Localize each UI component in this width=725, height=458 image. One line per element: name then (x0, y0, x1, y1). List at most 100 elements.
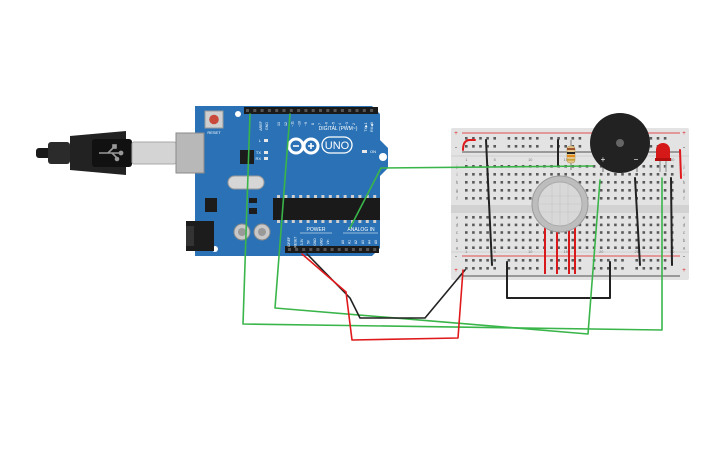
breadboard-hole[interactable] (621, 246, 624, 249)
breadboard-hole[interactable] (486, 246, 489, 249)
breadboard-hole[interactable] (599, 238, 603, 242)
breadboard-hole[interactable] (479, 173, 482, 176)
breadboard-hole[interactable] (521, 189, 525, 192)
header-pin[interactable] (337, 248, 341, 251)
breadboard-hole[interactable] (649, 165, 653, 168)
rail-hole[interactable] (564, 259, 567, 262)
breadboard-hole[interactable] (649, 246, 653, 249)
rail-hole[interactable] (521, 145, 525, 148)
breadboard-hole[interactable] (507, 223, 511, 227)
header-pin[interactable] (373, 248, 377, 251)
breadboard-hole[interactable] (528, 231, 532, 234)
rail-hole[interactable] (507, 137, 511, 140)
rail-hole[interactable] (656, 259, 660, 262)
rail-hole[interactable] (479, 145, 482, 148)
rail-hole[interactable] (663, 259, 667, 262)
breadboard-hole[interactable] (500, 246, 504, 249)
rail-hole[interactable] (507, 267, 511, 270)
rail-hole[interactable] (656, 267, 660, 270)
breadboard-hole[interactable] (528, 238, 532, 242)
breadboard-hole[interactable] (507, 216, 511, 219)
breadboard-hole[interactable] (472, 246, 475, 249)
header-pin[interactable] (246, 109, 249, 112)
breadboard-hole[interactable] (614, 173, 617, 176)
breadboard-hole[interactable] (635, 231, 638, 234)
breadboard-hole[interactable] (528, 246, 532, 249)
breadboard-hole[interactable] (607, 238, 610, 242)
breadboard-hole[interactable] (507, 231, 511, 234)
wire-red-rail-top[interactable] (462, 139, 476, 151)
wire-black-led[interactable] (670, 177, 673, 266)
header-pin[interactable] (295, 248, 299, 251)
breadboard-hole[interactable] (614, 238, 617, 242)
breadboard-hole[interactable] (564, 231, 567, 234)
breadboard-hole[interactable] (663, 189, 667, 192)
rail-hole[interactable] (607, 259, 610, 262)
header-pin[interactable] (316, 248, 320, 251)
wire-green-buzzer[interactable] (274, 113, 601, 335)
breadboard-hole[interactable] (635, 181, 638, 184)
header-pin[interactable] (330, 248, 334, 251)
header-pin[interactable] (370, 109, 374, 112)
wire-red-rail-right[interactable] (679, 149, 682, 179)
breadboard-hole[interactable] (514, 223, 518, 227)
breadboard-hole[interactable] (578, 173, 582, 176)
breadboard-hole[interactable] (571, 238, 575, 242)
rail-hole[interactable] (564, 137, 567, 140)
header-pin[interactable] (282, 109, 286, 112)
breadboard-hole[interactable] (614, 181, 617, 184)
resistor[interactable] (566, 140, 576, 170)
breadboard-hole[interactable] (521, 216, 525, 219)
header-pin[interactable] (288, 248, 291, 251)
rail-hole[interactable] (614, 259, 617, 262)
breadboard-hole[interactable] (656, 231, 660, 234)
breadboard-hole[interactable] (507, 189, 511, 192)
breadboard-hole[interactable] (599, 231, 603, 234)
breadboard-hole[interactable] (621, 189, 624, 192)
breadboard-hole[interactable] (642, 231, 646, 234)
breadboard-hole[interactable] (557, 231, 560, 234)
breadboard-hole[interactable] (642, 246, 646, 249)
breadboard-hole[interactable] (592, 173, 596, 176)
header-pin[interactable] (340, 109, 344, 112)
header-pin[interactable] (333, 109, 337, 112)
breadboard-hole[interactable] (599, 223, 603, 227)
breadboard-hole[interactable] (628, 173, 631, 176)
breadboard-hole[interactable] (642, 223, 646, 227)
rail-hole[interactable] (493, 145, 496, 148)
breadboard-hole[interactable] (607, 189, 610, 192)
breadboard-hole[interactable] (514, 238, 518, 242)
breadboard-hole[interactable] (514, 173, 518, 176)
rail-hole[interactable] (621, 267, 624, 270)
breadboard-hole[interactable] (607, 231, 610, 234)
breadboard-hole[interactable] (472, 197, 475, 200)
breadboard-hole[interactable] (621, 223, 624, 227)
breadboard-hole[interactable] (472, 238, 475, 242)
breadboard-hole[interactable] (486, 238, 489, 242)
breadboard-hole[interactable] (628, 231, 631, 234)
breadboard-hole[interactable] (536, 231, 539, 234)
breadboard-hole[interactable] (507, 173, 511, 176)
breadboard-hole[interactable] (670, 181, 674, 184)
breadboard-hole[interactable] (607, 173, 610, 176)
header-pin[interactable] (326, 109, 330, 112)
breadboard-hole[interactable] (479, 181, 482, 184)
breadboard-hole[interactable] (656, 223, 660, 227)
rail-hole[interactable] (571, 267, 575, 270)
header-pin[interactable] (253, 109, 257, 112)
breadboard-hole[interactable] (592, 189, 596, 192)
rail-hole[interactable] (479, 137, 482, 140)
breadboard-hole[interactable] (528, 216, 532, 219)
header-pin[interactable] (348, 109, 352, 112)
rail-hole[interactable] (465, 145, 468, 148)
rail-hole[interactable] (521, 259, 525, 262)
breadboard-hole[interactable] (578, 238, 582, 242)
breadboard-hole[interactable] (635, 238, 638, 242)
rail-hole[interactable] (507, 145, 511, 148)
rail-hole[interactable] (571, 259, 575, 262)
breadboard-hole[interactable] (663, 181, 667, 184)
rail-hole[interactable] (621, 259, 624, 262)
breadboard-hole[interactable] (528, 197, 532, 200)
breadboard-hole[interactable] (599, 246, 603, 249)
breadboard-hole[interactable] (670, 165, 674, 168)
